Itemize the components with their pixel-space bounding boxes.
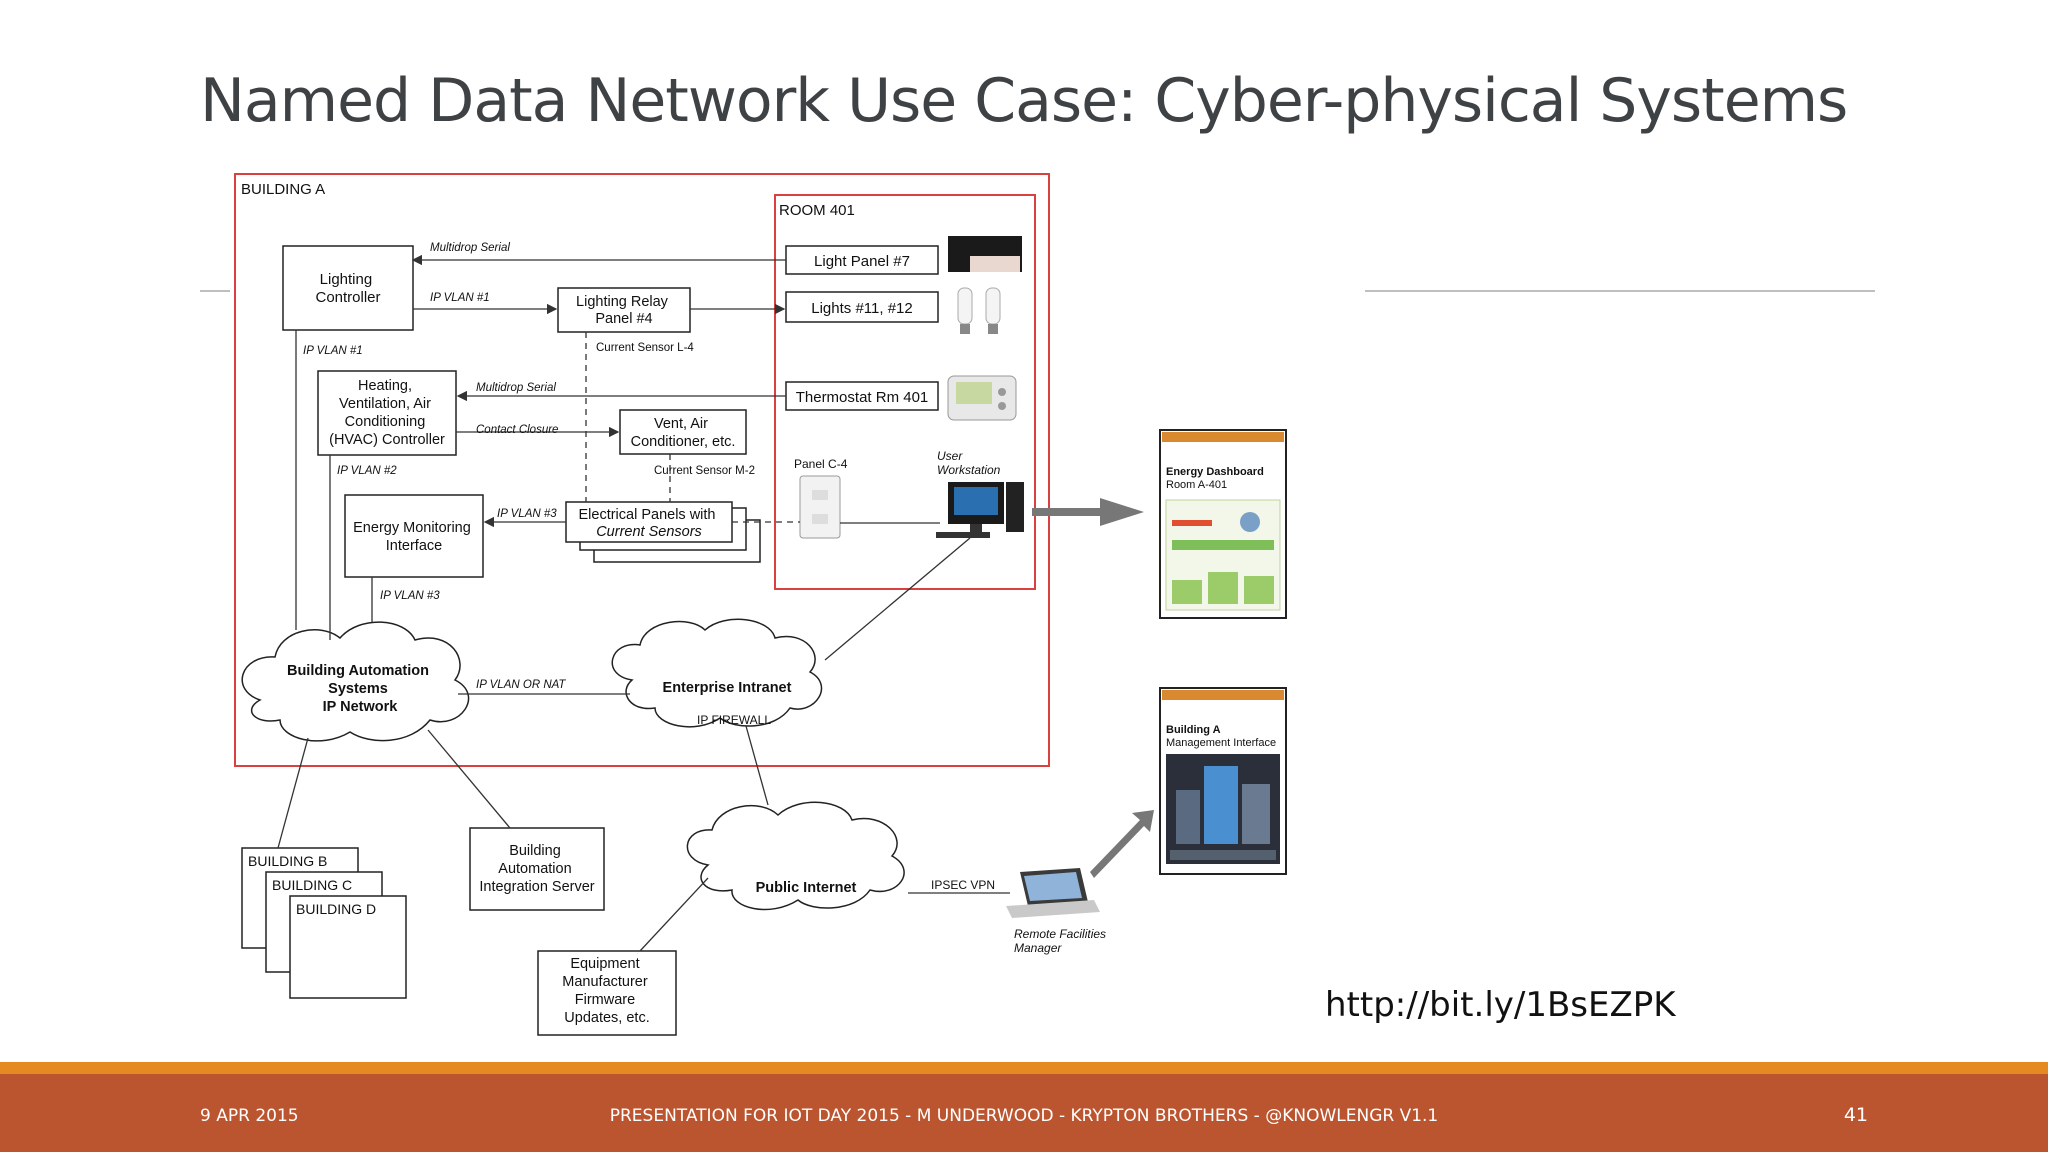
ip-vlan-or-nat-label: IP VLAN OR NAT [476, 679, 566, 691]
lighting-relay-box [557, 287, 691, 333]
user-workstation-label: User Workstation [937, 449, 1001, 477]
integration-server-label: Building Automation Integration Server [479, 843, 594, 895]
building-a-boundary [234, 173, 1050, 767]
svg-text:BUILDING B: BUILDING B [248, 853, 327, 869]
lights-label: Lights #11, #12 [811, 300, 912, 317]
footer-presentation-info: PRESENTATION FOR IOT DAY 2015 - M UNDERW… [609, 1106, 1439, 1126]
outlet-icon [799, 475, 841, 539]
panel-c4-label: Panel C-4 [794, 457, 848, 471]
equipment-mfr-label: Equipment Manufacturer Firmware Updates,… [562, 956, 651, 1026]
current-sensor-m2-label: Current Sensor M-2 [654, 465, 755, 477]
arrow-to-mgmt [1090, 810, 1154, 878]
laptop-icon [1006, 868, 1100, 918]
reference-url[interactable]: http://bit.ly/1BsEZPK [1325, 985, 1676, 1025]
title-rule-left [200, 290, 230, 292]
current-sensor-l4-label: Current Sensor L-4 [596, 342, 694, 354]
ip-vlan-3a-label: IP VLAN #3 [497, 508, 557, 520]
room-401-boundary [774, 194, 1036, 590]
svg-text:Energy Dashboard: Energy Dashboard [1166, 466, 1264, 478]
bas-network-cloud: Building Automation Systems IP Network [241, 621, 470, 742]
electrical-panels-box [565, 501, 733, 543]
lighting-controller-box [282, 245, 414, 331]
svg-text:Building Automation Syst: Building Automation Systems IP Network [287, 663, 433, 715]
enterprise-intranet-cloud: Enterprise Intranet IP FIREWALL [611, 618, 823, 728]
ip-vlan-1a-label: IP VLAN #1 [430, 292, 490, 304]
svg-text:Room A-401: Room A-401 [1166, 479, 1227, 491]
multidrop-serial-1-label: Multidrop Serial [430, 242, 510, 254]
lighting-controller-label: Lighting Controller [315, 271, 380, 306]
vent-box [619, 409, 747, 455]
svg-text:BUILDING C: BUILDING C [272, 877, 352, 893]
vent-label: Vent, Air Conditioner, etc. [631, 416, 736, 450]
svg-text:IP FIREWALL: IP FIREWALL [697, 713, 771, 727]
slide-number: 41 [1843, 1104, 1868, 1126]
footer-accent-stripe [0, 1062, 2048, 1074]
arrow-to-dashboard [1032, 498, 1144, 526]
thermostat-label: Thermostat Rm 401 [796, 389, 929, 406]
svg-text:Public Internet: Public Internet [756, 880, 857, 896]
electrical-panels-label: Electrical Panels with Current Sensors [578, 507, 719, 540]
room-401-label: ROOM 401 [779, 202, 855, 219]
hvac-controller-label: Heating, Ventilation, Air Conditioning (… [329, 378, 445, 448]
ip-vlan-2-label: IP VLAN #2 [337, 465, 397, 477]
building-d-box [289, 895, 407, 999]
network-diagram: BUILDING A ROOM 401 Lighting Controller … [234, 173, 1287, 1036]
management-interface-screenshot: Building A Management Interface [1159, 687, 1287, 875]
remote-manager-label: Remote Facilities Manager [1014, 927, 1109, 955]
title-rule-right [1365, 290, 1875, 292]
svg-text:BUILDING D: BUILDING D [296, 901, 376, 917]
slide-title: Named Data Network Use Case: Cyber-physi… [200, 66, 1848, 136]
light-panel-label: Light Panel #7 [814, 253, 910, 270]
energy-monitoring-box [344, 494, 484, 578]
svg-text:Building A: Building A [1166, 724, 1221, 736]
footer-date: 9 APR 2015 [200, 1106, 299, 1126]
multidrop-serial-2-label: Multidrop Serial [476, 382, 556, 394]
integration-server-box [469, 827, 605, 911]
lighting-relay-label: Lighting Relay Panel #4 [576, 294, 672, 327]
svg-text:Management Interface: Management Interface [1166, 737, 1276, 749]
ip-vlan-1b-label: IP VLAN #1 [303, 345, 363, 357]
thermostat-box [785, 381, 939, 411]
hvac-controller-box [317, 370, 457, 456]
lights-box [785, 291, 939, 323]
footer-bar: 9 APR 2015 PRESENTATION FOR IOT DAY 2015… [0, 1074, 2048, 1152]
energy-dashboard-screenshot: Energy Dashboard Room A-401 [1159, 429, 1287, 619]
public-internet-cloud: Public Internet [686, 801, 905, 911]
energy-monitoring-label: Energy Monitoring Interface [353, 520, 475, 554]
building-a-label: BUILDING A [241, 181, 325, 198]
bulbs-icon [957, 287, 1001, 334]
ip-vlan-3b-label: IP VLAN #3 [380, 590, 440, 602]
svg-text:Enterprise Intranet: Enterprise Intranet [663, 680, 792, 696]
ipsec-vpn-label: IPSEC VPN [931, 878, 995, 892]
contact-closure-label: Contact Closure [476, 424, 558, 436]
equipment-mfr-box [537, 950, 677, 1036]
thermostat-icon [947, 375, 1017, 421]
workstation-icon [936, 482, 1024, 538]
